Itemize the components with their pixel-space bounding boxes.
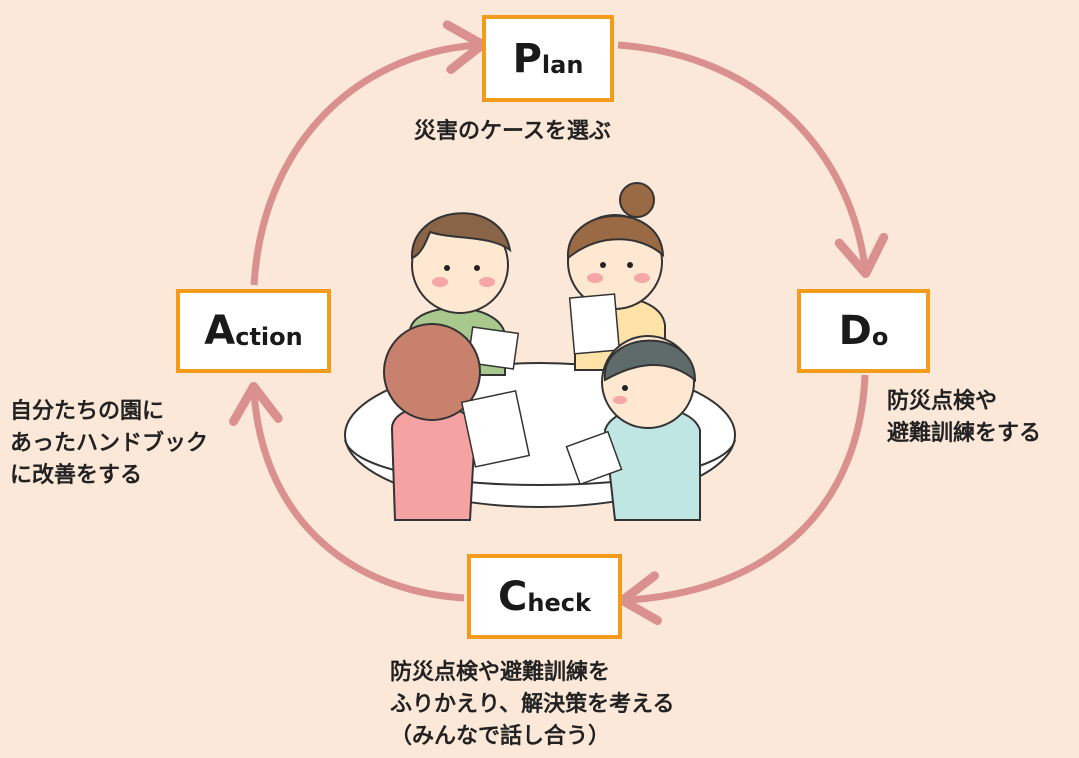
check-description-line: ふりかえり、解決策を考える (390, 691, 675, 717)
action-description-line: あったハンドブック (10, 430, 209, 456)
plan-description: 災害のケースを選ぶ (414, 116, 611, 148)
arrow-plan-to-do (617, 41, 889, 279)
plan-rest: lan (541, 50, 584, 79)
arrow-check-to-action (229, 381, 465, 602)
do-description: 防災点検や 避難訓練をする (887, 386, 1041, 450)
check-rest: heck (527, 588, 591, 617)
action-initial: A (204, 308, 236, 354)
action-rest: ction (235, 323, 303, 351)
do-rest: o (871, 323, 889, 351)
do-initial: D (838, 308, 872, 354)
check-description-line: 防災点検や避難訓練を (390, 660, 611, 685)
arrow-action-to-plan (250, 20, 488, 286)
do-description-line: 避難訓練をする (887, 420, 1042, 446)
check-description-line: （みんなで話し合う） (390, 723, 611, 749)
action-description-line: に改善をする (10, 462, 143, 488)
action-description: 自分たちの園に あったハンドブック に改善をする (10, 396, 208, 492)
plan-description-line: 災害のケースを選ぶ (414, 119, 611, 144)
plan-initial: P (512, 35, 542, 82)
arrow-do-to-check (617, 374, 869, 625)
check-initial: C (498, 573, 528, 620)
check-description: 防災点検や避難訓練を ふりかえり、解決策を考える （みんなで話し合う） (390, 657, 674, 753)
action-description-line: 自分たちの園に (10, 399, 165, 424)
people-meeting-around-table-illustration (344, 182, 736, 521)
do-description-line: 防災点検や (887, 389, 998, 414)
